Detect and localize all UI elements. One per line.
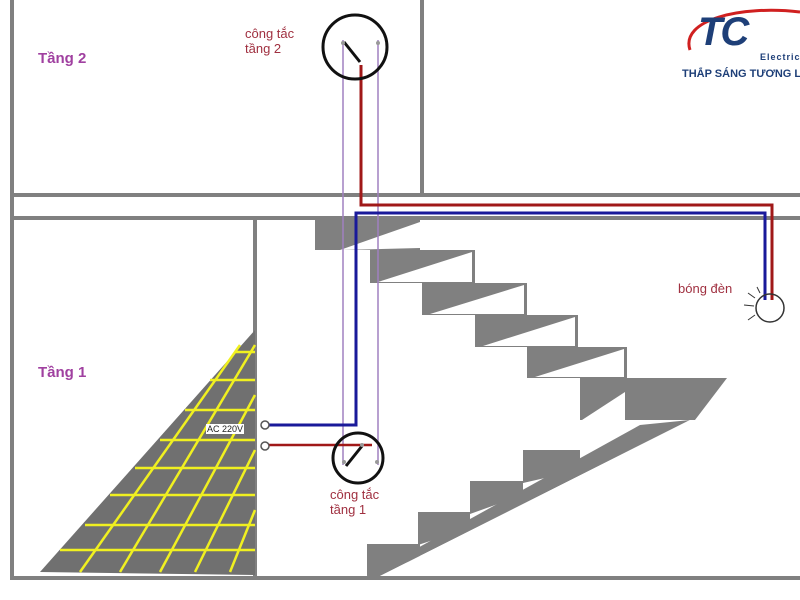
logo-mark: TC — [698, 10, 749, 54]
light-bulb-icon — [743, 286, 785, 323]
tiled-wall — [40, 330, 257, 575]
company-logo: TC Electric THẮP SÁNG TƯƠNG LAI — [670, 0, 800, 90]
traveler-wires — [342, 40, 379, 465]
switch-1-label-line1: công tắc — [330, 487, 380, 502]
logo-slogan: THẮP SÁNG TƯƠNG LAI — [682, 68, 800, 80]
staircase — [315, 220, 727, 576]
switch-2-label-line1: công tắc — [245, 26, 295, 41]
lamp-label: bóng đèn — [678, 281, 733, 296]
switch-1-label-line2: tầng 1 — [330, 502, 367, 517]
switch-1-label: công tắc tầng 1 — [330, 487, 379, 517]
floor-2-label: Tầng 2 — [38, 50, 87, 67]
logo-swoosh — [687, 8, 800, 51]
live-wire — [359, 65, 774, 300]
ac-source-label: AC 220V — [206, 424, 245, 434]
floor-1-label: Tầng 1 — [38, 364, 87, 381]
switch-2-label-line2: tầng 2 — [245, 41, 282, 56]
logo-sub: Electric — [760, 52, 800, 62]
switch-floor-1-icon — [331, 431, 385, 485]
switch-floor-2-icon — [321, 13, 389, 81]
switch-2-label: công tắc tầng 2 — [245, 26, 294, 56]
ac-terminals — [260, 420, 270, 451]
neutral-wire — [268, 211, 767, 427]
